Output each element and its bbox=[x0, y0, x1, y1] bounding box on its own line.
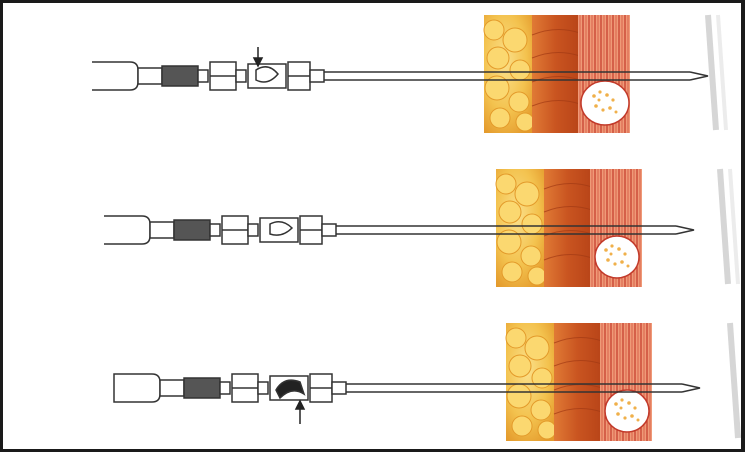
skin-edge bbox=[708, 15, 716, 130]
down-arrow-marker bbox=[254, 47, 262, 66]
tissue-layers bbox=[484, 15, 726, 133]
needle-tip bbox=[690, 72, 708, 80]
panel-3 bbox=[114, 323, 738, 441]
panel-2 bbox=[104, 169, 738, 287]
syringe-plunger-seal bbox=[162, 66, 198, 86]
needle-tip bbox=[682, 384, 700, 392]
skin-edge bbox=[720, 169, 728, 284]
syringe-barrel bbox=[92, 62, 138, 90]
tissue-layers bbox=[496, 169, 738, 287]
needle-tip bbox=[676, 226, 694, 234]
syringe-barrel bbox=[114, 374, 160, 402]
nerve bbox=[605, 390, 649, 432]
syringe-barrel bbox=[104, 216, 150, 244]
panel-1 bbox=[92, 15, 726, 133]
nerve bbox=[581, 81, 629, 125]
syringe-connector bbox=[138, 68, 162, 84]
nerve bbox=[595, 236, 639, 278]
syringe-plunger-seal bbox=[174, 220, 210, 240]
tissue-layers bbox=[506, 323, 738, 441]
syringe-plunger-seal bbox=[184, 378, 220, 398]
skin-edge bbox=[730, 323, 738, 438]
up-arrow-marker bbox=[296, 401, 304, 424]
